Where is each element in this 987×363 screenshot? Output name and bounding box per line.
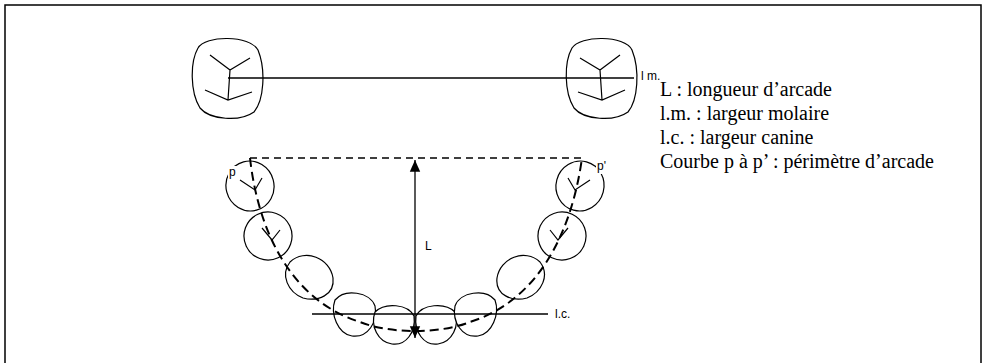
- arch-perimeter-curve: [250, 158, 582, 331]
- teeth: [192, 38, 637, 344]
- dimension-label: l.c.: [554, 308, 571, 322]
- point-label: p': [596, 160, 607, 174]
- point-label: p: [228, 166, 237, 180]
- dimension-label: L: [424, 240, 433, 254]
- dimension-label: l m.: [640, 70, 661, 84]
- legend-note: l.c. : largeur canine: [660, 126, 813, 149]
- frame: [5, 5, 981, 363]
- molar-width-line: [228, 77, 634, 78]
- arch-length-arrow-foot: [414, 330, 415, 338]
- legend-note: L : longueur d’arcade: [660, 78, 832, 101]
- arch-length-arrow: [414, 160, 415, 336]
- legend-note: l.m. : largeur molaire: [660, 102, 829, 125]
- legend-note: Courbe p à p’ : périmètre d’arcade: [660, 150, 934, 173]
- arch-depth-reference-line: [250, 157, 582, 158]
- canine-width-line: [312, 313, 548, 314]
